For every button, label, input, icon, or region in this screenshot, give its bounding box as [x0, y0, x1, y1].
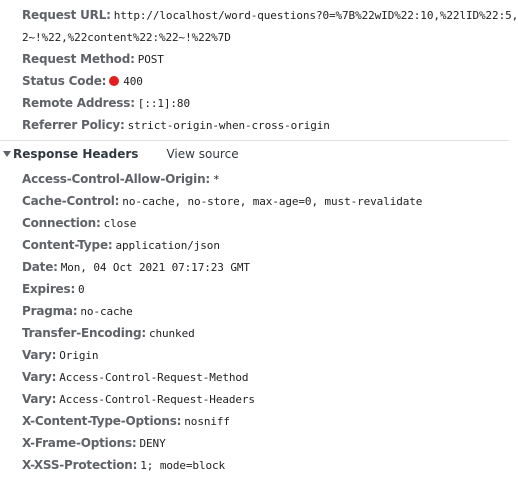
response-header-row: Access-Control-Allow-Origin:*	[22, 171, 507, 188]
response-header-value: no-cache	[80, 305, 133, 318]
request-url-value-continuation[interactable]: 2~!%22,%22content%22:%22~!%22%7D	[22, 31, 231, 44]
request-url-row: Request URL:http://localhost/word-questi…	[22, 7, 518, 24]
response-header-name: Vary:	[22, 370, 57, 384]
response-header-value: DENY	[139, 437, 166, 450]
response-header-name: Expires:	[22, 282, 76, 296]
status-code-row: Status Code: 400	[22, 73, 507, 90]
response-header-value: Access-Control-Request-Headers	[59, 393, 255, 406]
response-header-row: Date:Mon, 04 Oct 2021 07:17:23 GMT	[22, 259, 507, 276]
response-header-row: Content-Type:application/json	[22, 237, 507, 254]
remote-address-label: Remote Address:	[22, 96, 135, 110]
response-header-name: Date:	[22, 260, 58, 274]
response-header-row: Cache-Control:no-cache, no-store, max-ag…	[22, 193, 507, 210]
remote-address-row: Remote Address:[::1]:80	[22, 95, 507, 112]
referrer-policy-value: strict-origin-when-cross-origin	[127, 119, 330, 132]
response-header-value: close	[103, 217, 137, 230]
status-error-dot-icon	[109, 76, 120, 86]
response-header-value: nosniff	[184, 415, 230, 428]
response-header-name: X-Frame-Options:	[22, 436, 137, 450]
request-method-label: Request Method:	[22, 52, 135, 66]
response-header-name: Content-Type:	[22, 238, 113, 252]
response-header-name: X-Content-Type-Options:	[22, 414, 182, 428]
response-header-value: Access-Control-Request-Method	[59, 371, 249, 384]
response-header-row: Vary:Access-Control-Request-Headers	[22, 391, 507, 408]
referrer-policy-row: Referrer Policy:strict-origin-when-cross…	[22, 117, 507, 134]
response-header-value: chunked	[148, 327, 195, 340]
view-source-link[interactable]: View source	[166, 147, 239, 161]
response-header-name: Cache-Control:	[22, 194, 120, 208]
request-url-value[interactable]: http://localhost/word-questions?0=%7B%22…	[113, 9, 518, 22]
response-header-value: Origin	[59, 349, 99, 362]
response-header-value: Mon, 04 Oct 2021 07:17:23 GMT	[60, 261, 250, 274]
response-header-name: Connection:	[22, 216, 101, 230]
referrer-policy-label: Referrer Policy:	[22, 118, 125, 132]
response-header-value: 1; mode=block	[140, 459, 226, 472]
response-header-value: *	[213, 173, 220, 186]
response-header-name: Pragma:	[22, 304, 78, 318]
response-header-row: Vary:Access-Control-Request-Method	[22, 369, 507, 386]
triangle-down-icon[interactable]	[3, 151, 11, 157]
remote-address-value: [::1]:80	[137, 97, 190, 110]
response-header-row: X-Frame-Options:DENY	[22, 435, 507, 452]
response-header-row: X-XSS-Protection:1; mode=block	[22, 457, 507, 474]
response-header-name: Access-Control-Allow-Origin:	[22, 172, 211, 186]
response-headers-title[interactable]: Response Headers	[13, 147, 139, 161]
request-method-row: Request Method:POST	[22, 51, 507, 68]
response-header-value: application/json	[115, 239, 220, 252]
response-header-value: no-cache, no-store, max-age=0, must-reva…	[122, 195, 423, 208]
response-header-name: X-XSS-Protection:	[22, 458, 138, 472]
response-header-row: X-Content-Type-Options:nosniff	[22, 413, 507, 430]
status-code-label: Status Code:	[22, 74, 107, 88]
status-code-value: 400	[123, 75, 143, 88]
response-header-value: 0	[78, 283, 85, 296]
response-header-row: Expires:0	[22, 281, 507, 298]
response-header-name: Vary:	[22, 348, 57, 362]
request-url-continuation-row: 2~!%22,%22content%22:%22~!%22%7D	[22, 29, 507, 46]
response-header-row: Pragma:no-cache	[22, 303, 507, 320]
response-header-row: Vary:Origin	[22, 347, 507, 364]
response-header-name: Transfer-Encoding:	[22, 326, 146, 340]
request-method-value: POST	[137, 53, 164, 66]
section-divider	[0, 140, 509, 141]
response-header-row: Transfer-Encoding:chunked	[22, 325, 507, 342]
response-header-name: Vary:	[22, 392, 57, 406]
request-url-label: Request URL:	[22, 8, 111, 22]
response-headers-section-header[interactable]: Response Headers View source	[3, 146, 239, 162]
response-header-row: Connection:close	[22, 215, 507, 232]
